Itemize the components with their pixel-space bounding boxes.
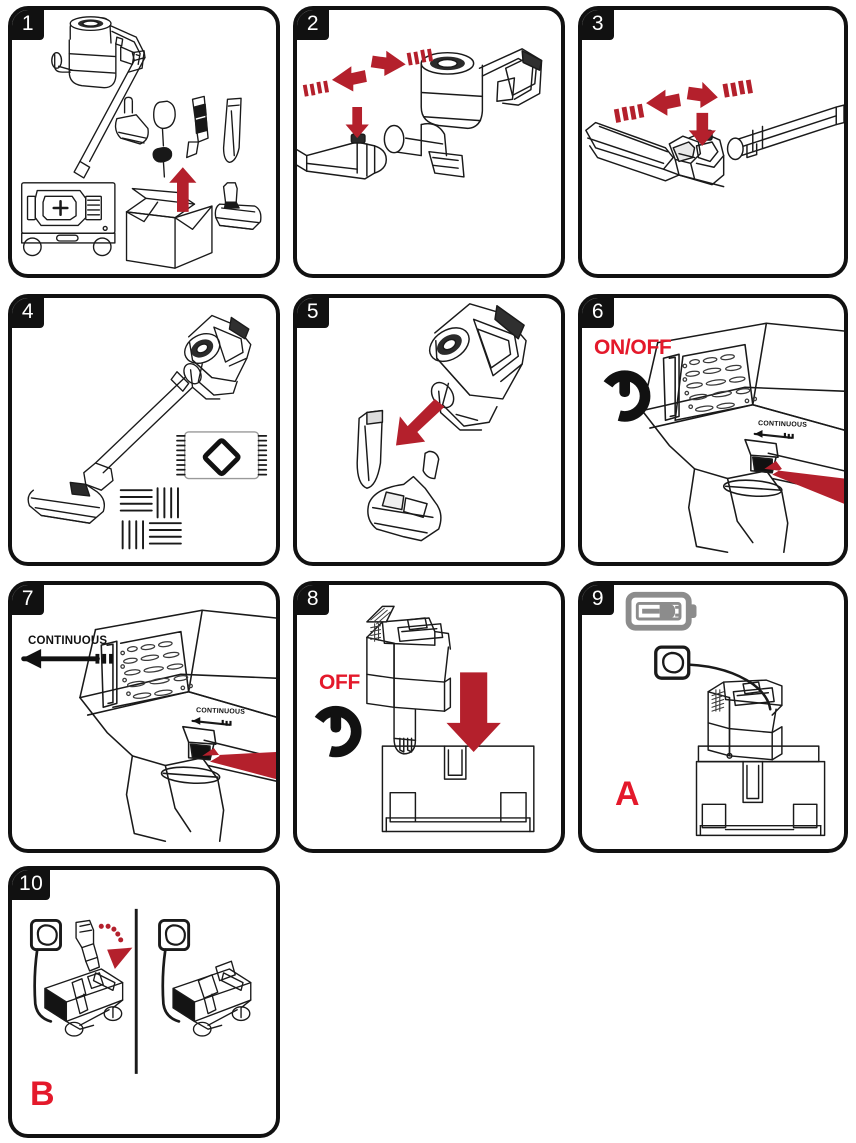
battery-charging-icon [625, 591, 697, 631]
panel-number-badge: 5 [297, 298, 329, 328]
panel-number-badge: 6 [582, 298, 614, 328]
panel-number-badge: 4 [12, 298, 44, 328]
continuous-label: CONTINUOUS [28, 635, 108, 647]
panel-number-badge: 1 [12, 10, 44, 40]
panel-6-illustration: ON/OFF CONTINUOUS [582, 298, 844, 562]
panel-number-badge: 8 [297, 585, 329, 615]
panel-6-power-on-off: 6 [578, 294, 848, 566]
panel-9-illustration: A [582, 585, 844, 849]
panel-5-attach-accessories: 5 [293, 294, 565, 566]
panel-5-illustration [297, 298, 561, 562]
panel-1-illustration [12, 10, 276, 274]
panel-1-unbox-contents: 1 [8, 6, 280, 278]
panel-number-badge: 10 [12, 870, 51, 900]
panel-2-attach-wand: 2 [293, 6, 565, 278]
panel-number-badge: 2 [297, 10, 329, 40]
panel-4-illustration [12, 298, 276, 562]
panel-2-illustration [297, 10, 561, 274]
panel-8-power-off-dock: 8 [293, 581, 565, 853]
panel-10-charging-method-b: 10 [8, 866, 280, 1138]
panel-3-illustration [582, 10, 844, 274]
panel-9-charging-method-a: 9 [578, 581, 848, 853]
panel-4-assembled-floor-types: 4 [8, 294, 280, 566]
charging-method-b-label: B [30, 1075, 55, 1113]
on-off-label: ON/OFF [594, 336, 672, 359]
off-label: OFF [319, 671, 361, 694]
panel-3-attach-floor-head: 3 [578, 6, 848, 278]
panel-number-badge: 9 [582, 585, 614, 615]
panel-8-illustration: OFF [297, 585, 561, 849]
panel-number-badge: 7 [12, 585, 44, 615]
charging-method-a-label: A [615, 775, 640, 813]
panel-7-continuous-mode: 7 [8, 581, 280, 853]
panel-10-illustration: B [12, 870, 276, 1134]
panel-number-badge: 3 [582, 10, 614, 40]
panel-7-illustration: CONTINUOUS CONTINUOUS [12, 585, 276, 849]
